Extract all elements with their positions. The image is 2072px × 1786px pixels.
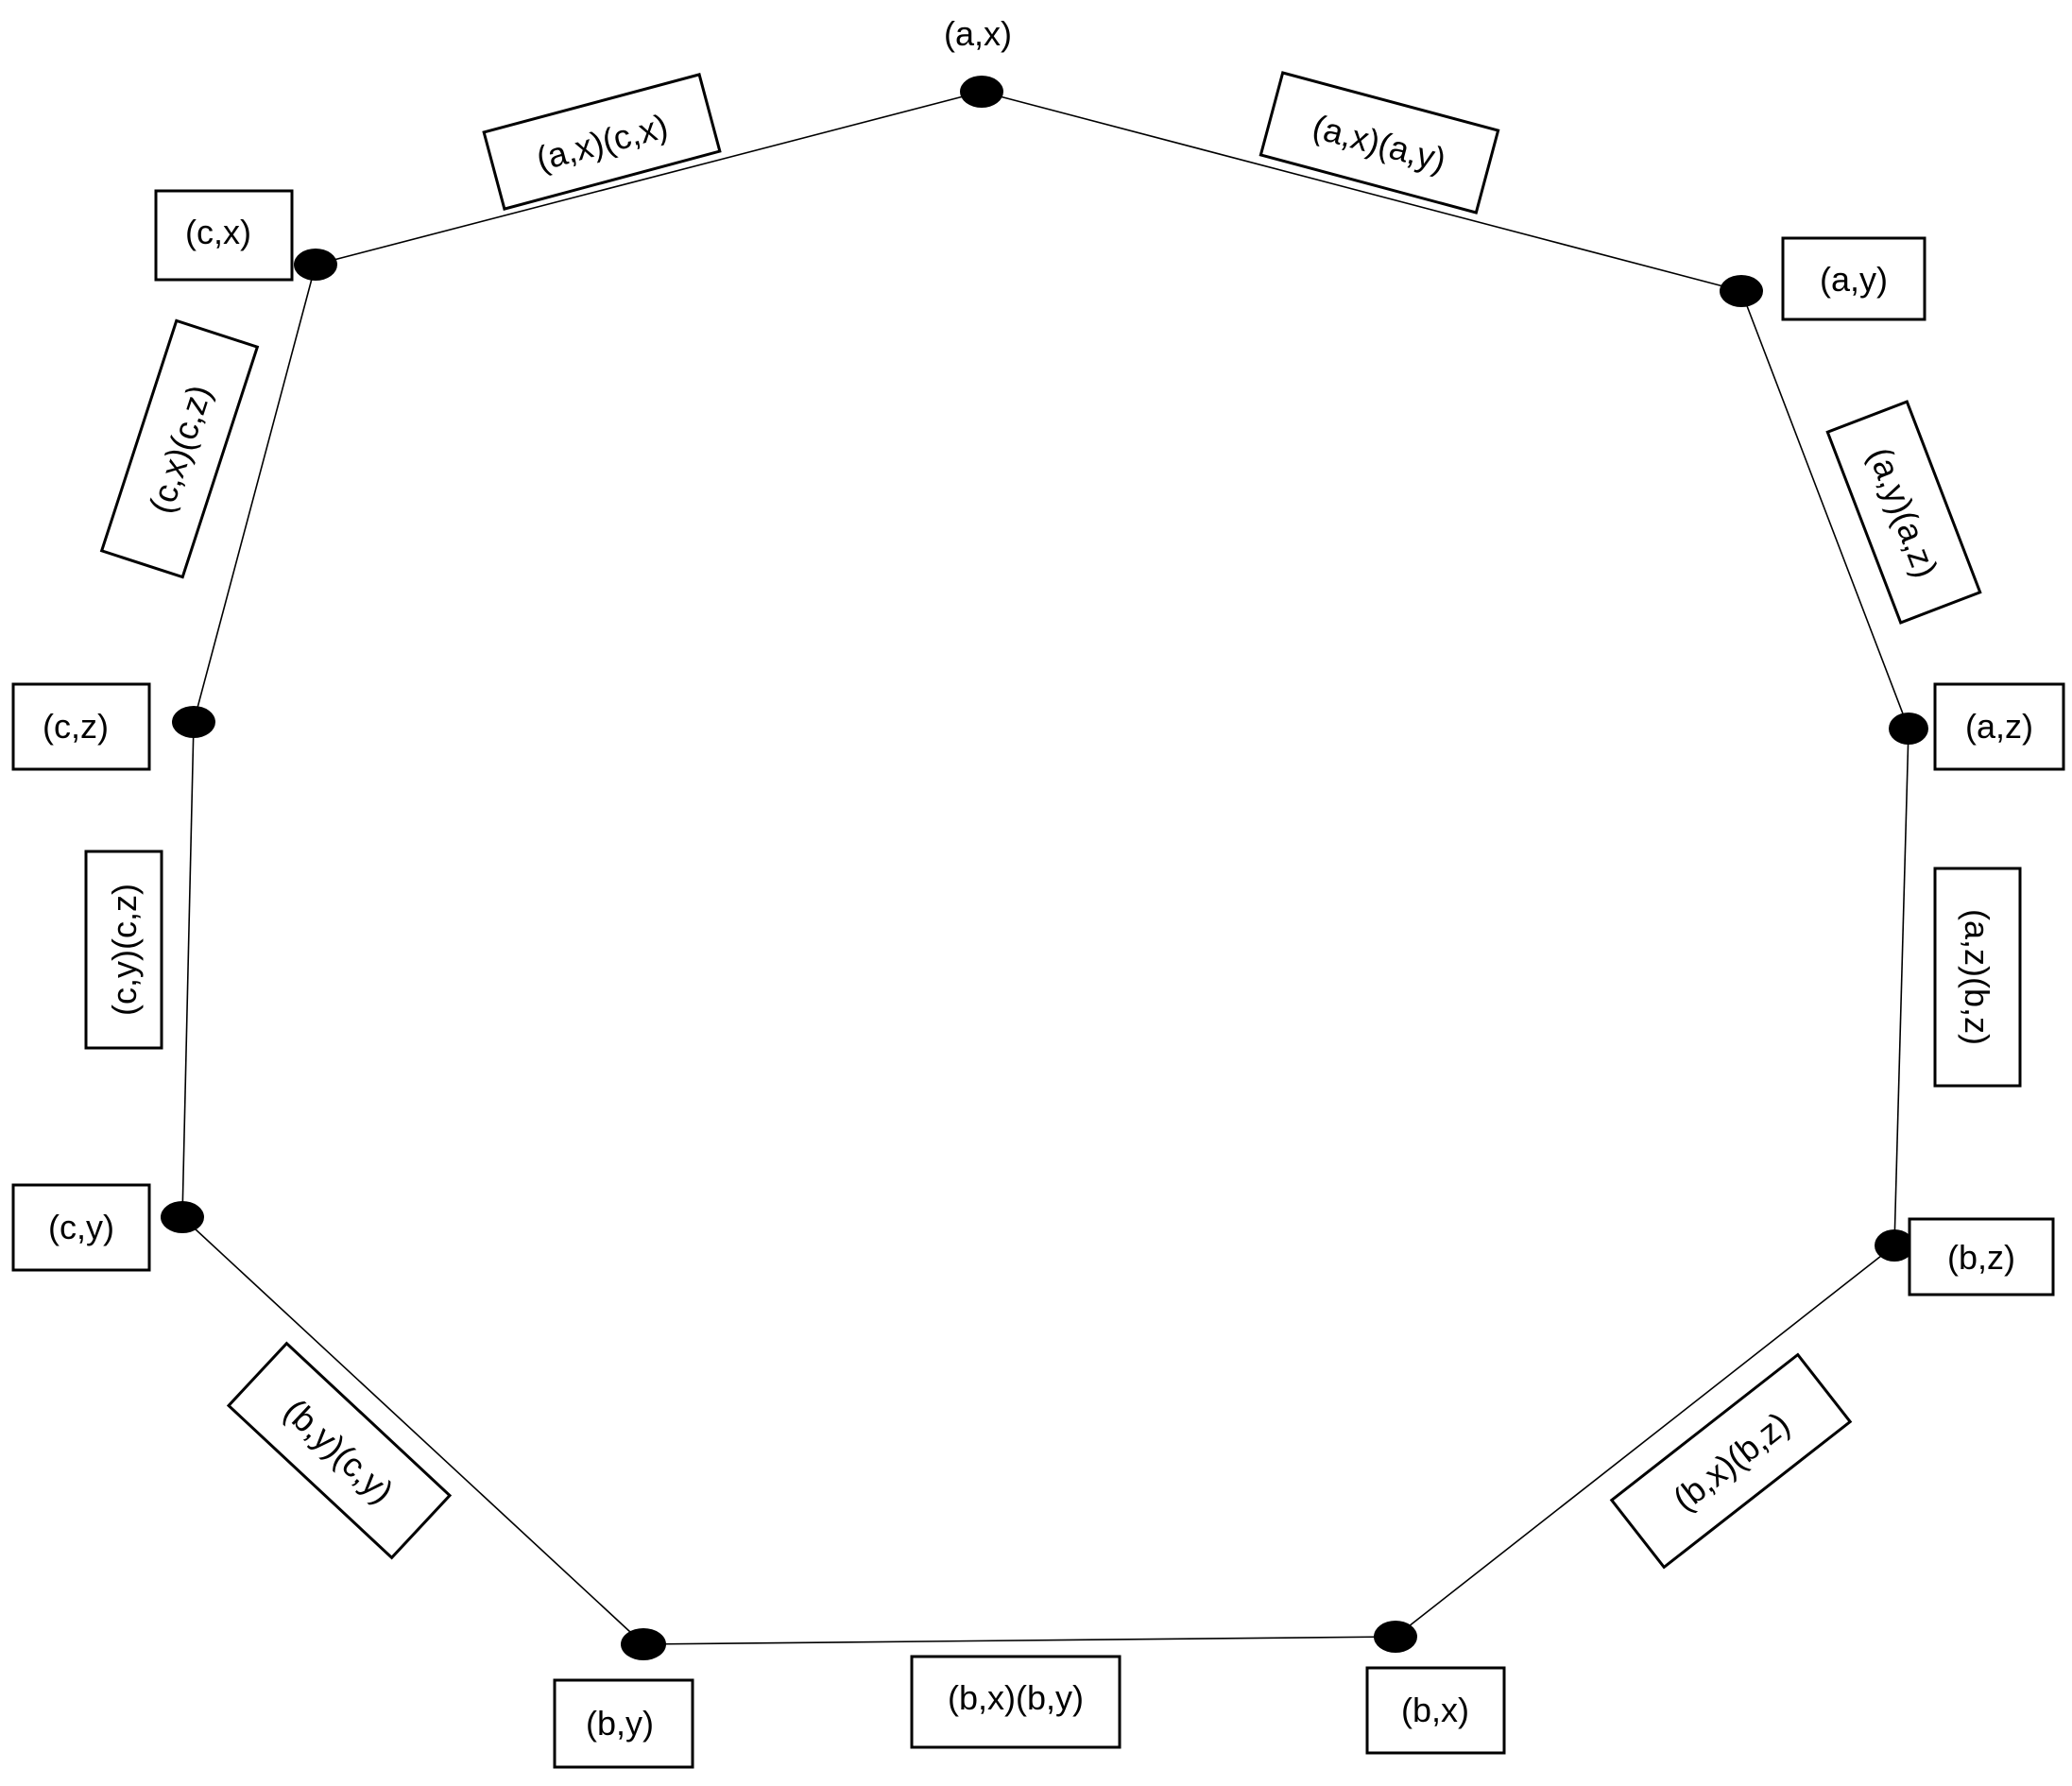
vertex-label-cz: (c,z) xyxy=(43,707,109,746)
vertex-cy xyxy=(161,1201,204,1233)
vertex-label-box-ay xyxy=(1781,236,1926,321)
edge-label-cx-ax: (a,x)(c,x) xyxy=(482,73,722,211)
vertex-label-by: (b,y) xyxy=(586,1704,654,1743)
edge-label-cz-cx: (c,x)(c,z) xyxy=(99,318,260,579)
vertex-label-box-bx xyxy=(1365,1666,1506,1755)
edge-label-bz-bx: (b,x)(b,z) xyxy=(1609,1352,1853,1570)
vertex-label-cy: (c,y) xyxy=(48,1208,114,1246)
edge-labels: (a,x)(a,y) (a,y)(a,z) (a,z)(b,z) (b,x)(b… xyxy=(84,71,2022,1749)
edge-label-ax-ay: (a,x)(a,y) xyxy=(1259,71,1500,215)
vertex-label-box-by xyxy=(553,1678,694,1769)
edge-by-cy xyxy=(181,1216,644,1645)
edge-label-bx-by: (b,x)(b,y) xyxy=(910,1655,1122,1749)
edge-bx-by xyxy=(642,1636,1396,1645)
edge-label-text-cy-cz: (c,y)(c,z) xyxy=(105,884,144,1016)
vertex-az xyxy=(1889,713,1928,745)
edge-cz-cx xyxy=(193,264,317,723)
edge-label-cy-cz: (c,y)(c,z) xyxy=(84,850,163,1050)
vertex-cx xyxy=(294,249,337,281)
vertex-label-az: (a,z) xyxy=(1965,707,2033,746)
vertex-cz xyxy=(172,706,215,738)
edge-label-by-cy: (b,y)(c,y) xyxy=(226,1341,453,1560)
edge-cx-ax xyxy=(315,91,983,266)
edges xyxy=(181,91,1909,1645)
vertex-label-box-cy xyxy=(11,1183,151,1272)
edge-bz-bx xyxy=(1395,1245,1895,1638)
edge-cy-cz xyxy=(181,721,195,1218)
vertex-ax xyxy=(960,76,1003,108)
vertex-label-box-az xyxy=(1933,682,2065,771)
vertex-label-bx: (b,x) xyxy=(1401,1691,1469,1729)
vertex-labels: (a,x) (a,y) (a,z) (b,z) (b,x) (b,y) (c,y… xyxy=(11,14,2065,1769)
vertex-bx xyxy=(1374,1621,1417,1653)
edge-ax-ay xyxy=(981,91,1742,292)
vertex-bz xyxy=(1875,1229,1914,1262)
vertex-label-box-bz xyxy=(1908,1217,2055,1297)
vertex-label-box-cx xyxy=(154,189,294,282)
edge-ay-az xyxy=(1740,290,1909,730)
vertex-ay xyxy=(1720,275,1763,307)
vertex-label-bz: (b,z) xyxy=(1947,1238,2015,1277)
edge-az-bz xyxy=(1893,728,1909,1246)
edge-label-az-bz: (a,z)(b,z) xyxy=(1933,867,2022,1088)
edge-label-text-bx-by: (b,x)(b,y) xyxy=(948,1678,1084,1717)
edge-label-ay-az: (a,y)(a,z) xyxy=(1825,400,1982,625)
vertex-label-box-cz xyxy=(11,682,151,771)
vertices xyxy=(161,76,1928,1660)
vertex-by xyxy=(621,1628,666,1660)
vertex-label-ax: (a,x) xyxy=(944,14,1012,53)
vertex-label-cx: (c,x) xyxy=(185,213,251,251)
edge-label-text-az-bz: (a,z)(b,z) xyxy=(1958,909,1996,1045)
vertex-label-ay: (a,y) xyxy=(1820,260,1888,299)
